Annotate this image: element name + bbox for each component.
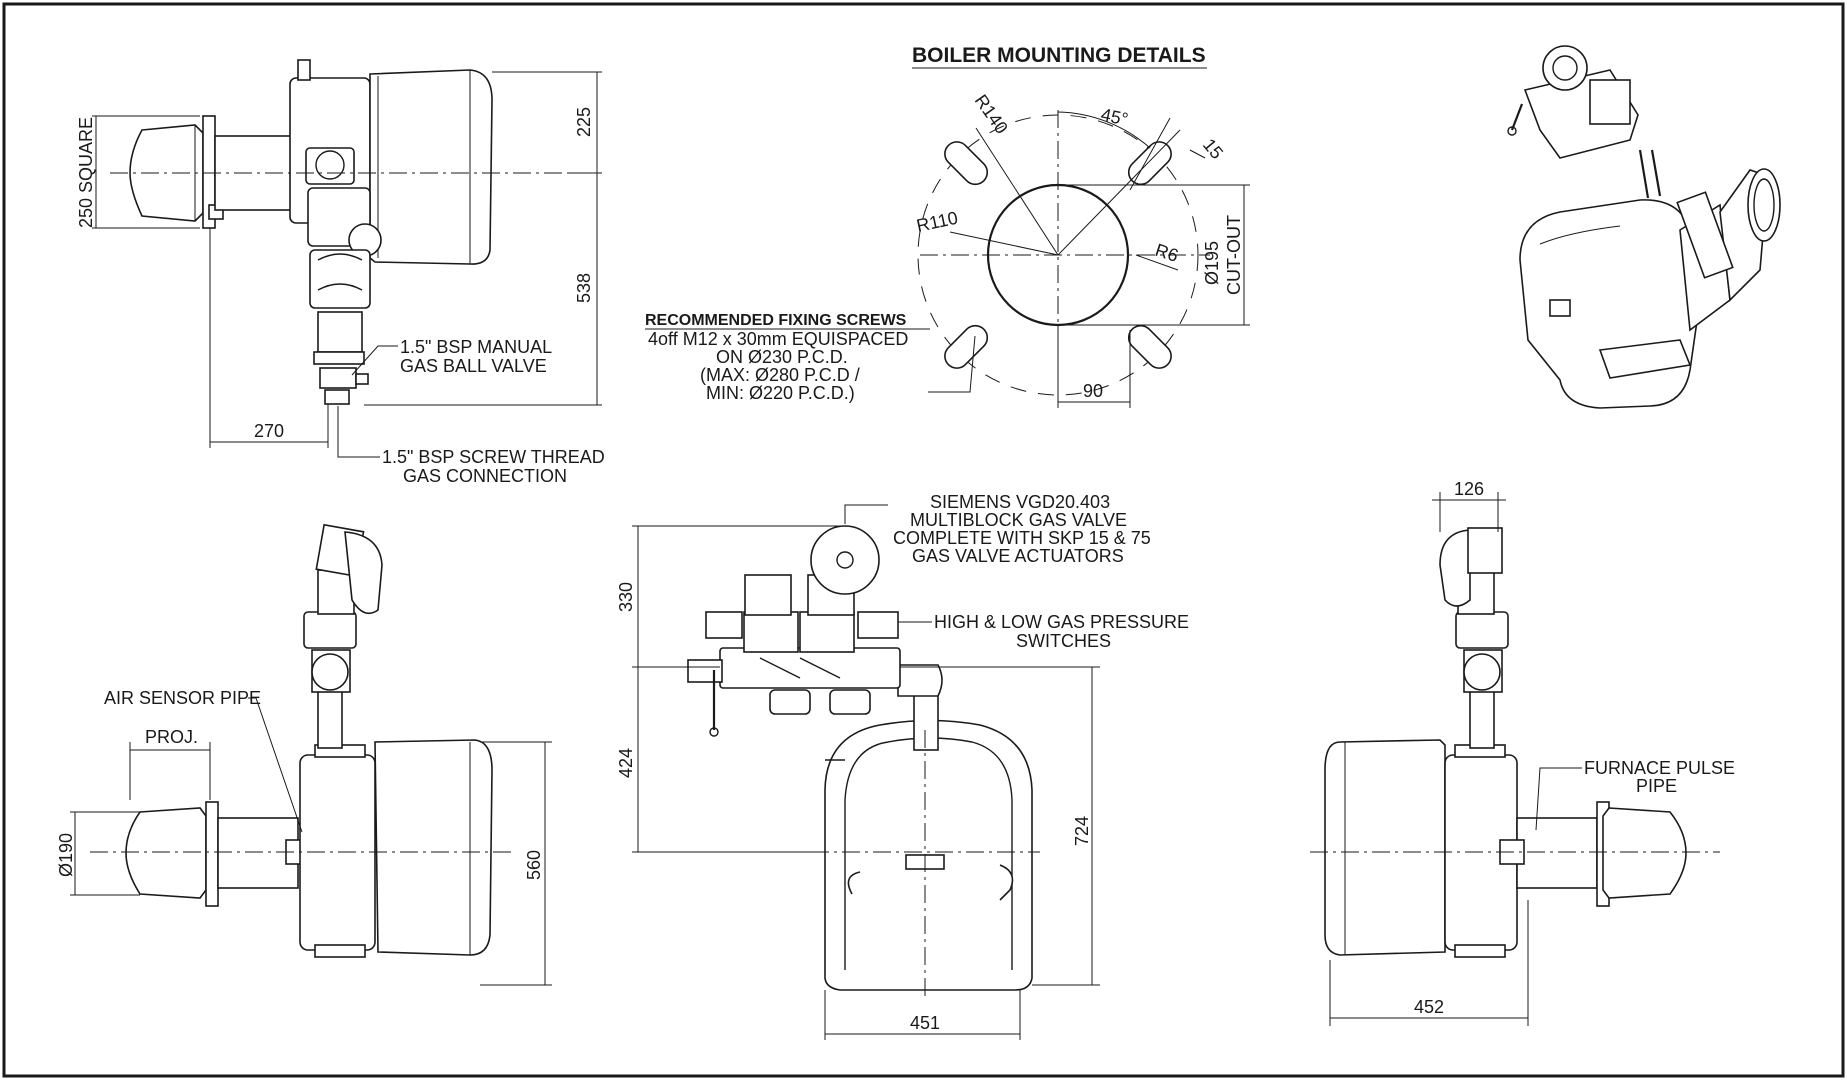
dim-452: 452 bbox=[1414, 997, 1444, 1017]
fixing-line-3: (MAX: Ø280 P.C.D / bbox=[700, 365, 860, 385]
dim-538: 538 bbox=[574, 273, 594, 303]
dim-424: 424 bbox=[616, 748, 636, 778]
label-slot-15: 15 bbox=[1199, 135, 1227, 163]
dim-225: 225 bbox=[574, 107, 594, 137]
dim-250-square: 250 SQUARE bbox=[76, 117, 96, 228]
front-view-center-dimensions: 330 424 724 451 SIEMENS VGD20.403 MULTIB… bbox=[616, 492, 1189, 1040]
furnace-label-line2: PIPE bbox=[1636, 776, 1677, 796]
front-view-center bbox=[687, 525, 1040, 1000]
label-offset-90: 90 bbox=[1083, 381, 1103, 401]
side-view-bottom-right-dimensions: 126 FURNACE PULSE PIPE 452 bbox=[1329, 479, 1735, 1026]
dim-724: 724 bbox=[1072, 816, 1092, 846]
dim-451: 451 bbox=[910, 1013, 940, 1033]
fixing-heading: RECOMMENDED FIXING SCREWS bbox=[645, 312, 907, 329]
furnace-label-line1: FURNACE PULSE bbox=[1584, 758, 1735, 778]
dim-dia-190: Ø190 bbox=[56, 833, 76, 877]
switches-label-line1: HIGH & LOW GAS PRESSURE bbox=[934, 612, 1189, 632]
side-view-top bbox=[110, 59, 600, 405]
switches-label-line2: SWITCHES bbox=[1016, 631, 1111, 651]
label-angle-45: 45° bbox=[1099, 104, 1130, 129]
side-view-bottom-left bbox=[90, 523, 512, 958]
label-cutout-dia: Ø195 bbox=[1202, 241, 1222, 285]
label-proj: PROJ. bbox=[145, 727, 198, 747]
label-cutout: CUT-OUT bbox=[1224, 215, 1244, 295]
dim-126: 126 bbox=[1454, 479, 1484, 499]
siemens-label-line2: MULTIBLOCK GAS VALVE bbox=[910, 510, 1127, 530]
label-air-sensor-pipe: AIR SENSOR PIPE bbox=[104, 688, 261, 708]
dim-560: 560 bbox=[524, 850, 544, 880]
siemens-label-line1: SIEMENS VGD20.403 bbox=[930, 492, 1110, 512]
dim-270: 270 bbox=[254, 421, 284, 441]
side-view-bottom-right bbox=[1310, 527, 1720, 958]
mounting-details: BOILER MOUNTING DETAILS R140 R110 45° 15… bbox=[645, 44, 1250, 410]
fixing-line-4: MIN: Ø220 P.C.D.) bbox=[706, 383, 855, 403]
siemens-label-line4: GAS VALVE ACTUATORS bbox=[912, 546, 1124, 566]
side-view-bottom-left-dimensions: Ø190 PROJ. AIR SENSOR PIPE 560 bbox=[56, 688, 552, 986]
gas-connection-label-line2: GAS CONNECTION bbox=[403, 466, 567, 486]
mounting-title: BOILER MOUNTING DETAILS bbox=[912, 44, 1206, 67]
siemens-label-line3: COMPLETE WITH SKP 15 & 75 bbox=[893, 528, 1151, 548]
dim-330: 330 bbox=[616, 582, 636, 612]
side-view-top-dimensions: 250 SQUARE 225 538 270 1.5" BSP MANUAL G… bbox=[76, 71, 605, 486]
label-r140: R140 bbox=[971, 91, 1012, 138]
gas-connection-label-line1: 1.5" BSP SCREW THREAD bbox=[382, 447, 605, 467]
isometric-view bbox=[1507, 45, 1781, 409]
ball-valve-label-line1: 1.5" BSP MANUAL bbox=[400, 337, 552, 357]
fixing-line-2: ON Ø230 P.C.D. bbox=[716, 347, 848, 367]
label-r110: R110 bbox=[915, 208, 960, 236]
ball-valve-label-line2: GAS BALL VALVE bbox=[400, 356, 547, 376]
fixing-line-1: 4off M12 x 30mm EQUISPACED bbox=[648, 329, 908, 349]
